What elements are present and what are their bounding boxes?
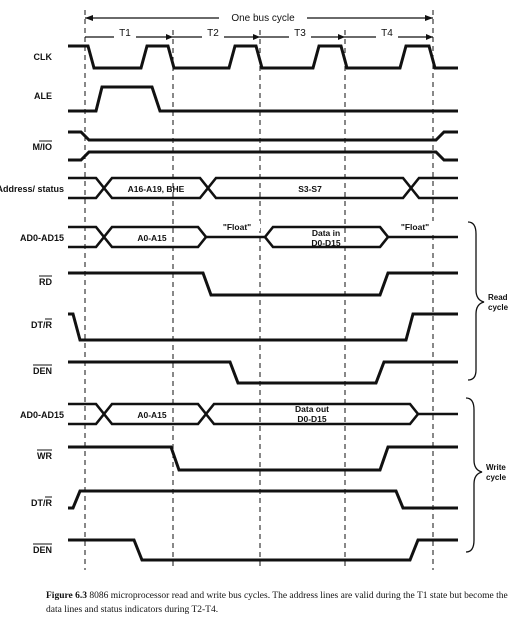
signal-label-dtr-read: DT/R [31, 320, 52, 330]
ad-bus-read: A0-A15 "Float" Data in D0-D15 "Float" [68, 221, 458, 249]
den-write-waveform [68, 538, 458, 562]
signal-label-den-write: DEN [33, 545, 52, 555]
write-cycle-bracket: Write cycle [465, 397, 507, 553]
figure-caption: Figure 6.3 8086 microprocessor read and … [46, 589, 516, 617]
signal-label-dtr-write: DT/R [31, 498, 52, 508]
wr-waveform [68, 445, 458, 472]
segment-status: S3-S7 [298, 184, 322, 194]
ad-bus-write: A0-A15 Data out D0-D15 [68, 402, 458, 426]
signal-label-wr: WR [37, 451, 52, 461]
group-label-write-2: cycle [486, 473, 507, 482]
group-label-write-1: Write [486, 463, 506, 472]
segment-float-1: "Float" [223, 222, 251, 232]
phase-label-t2: T2 [207, 28, 219, 39]
phase-label-t1: T1 [119, 28, 131, 39]
segment-addr-high: A16-A19, BHE [128, 184, 185, 194]
t-state-markers: T1 T2 T3 T4 [85, 28, 433, 40]
address-status-bus: A16-A19, BHE S3-S7 [68, 176, 458, 200]
signal-label-ale: ALE [34, 91, 52, 101]
mio-waveform-lower [68, 150, 458, 162]
segment-data-in-2: D0-D15 [311, 238, 341, 248]
bus-cycle-label: One bus cycle [231, 13, 295, 24]
clock-boundary-lines [84, 10, 434, 570]
signal-label-rd: RD [39, 277, 52, 287]
phase-label-t3: T3 [294, 28, 306, 39]
segment-data-out-1: Data out [295, 404, 329, 414]
group-label-read-2: cycle [488, 303, 509, 312]
segment-addr-low-write: A0-A15 [137, 410, 167, 420]
figure-caption-text: 8086 microprocessor read and write bus c… [46, 591, 508, 615]
read-cycle-bracket: Read cycle [467, 221, 509, 381]
signal-labels: CLK ALE M/IO Address/ status AD0-AD15 RD… [0, 52, 64, 555]
figure-number: Figure 6.3 [46, 591, 87, 601]
bus-cycle-timing-diagram: One bus cycle T1 T2 T3 T4 CLK ALE M/IO A… [0, 10, 509, 570]
segment-addr-low-read: A0-A15 [137, 233, 167, 243]
clk-waveform [68, 44, 458, 70]
group-label-read-1: Read [488, 293, 508, 302]
dtr-read-waveform [68, 312, 458, 342]
signal-label-ad-write: AD0-AD15 [20, 410, 64, 420]
signal-label-address-status: Address/ status [0, 184, 64, 194]
signal-label-clk: CLK [34, 52, 53, 62]
signal-label-den-read: DEN [33, 366, 52, 376]
den-read-waveform [68, 360, 458, 385]
signal-label-ad-read: AD0-AD15 [20, 233, 64, 243]
segment-float-2: "Float" [401, 222, 429, 232]
dtr-write-waveform [68, 489, 458, 510]
rd-waveform [68, 271, 458, 297]
phase-label-t4: T4 [381, 28, 393, 39]
bus-cycle-span: One bus cycle [85, 12, 433, 24]
mio-waveform-upper [68, 130, 458, 142]
ale-waveform [68, 85, 458, 113]
signal-label-mio: M/IO [33, 142, 53, 152]
segment-data-out-2: D0-D15 [297, 414, 327, 424]
segment-data-in-1: Data in [312, 228, 340, 238]
